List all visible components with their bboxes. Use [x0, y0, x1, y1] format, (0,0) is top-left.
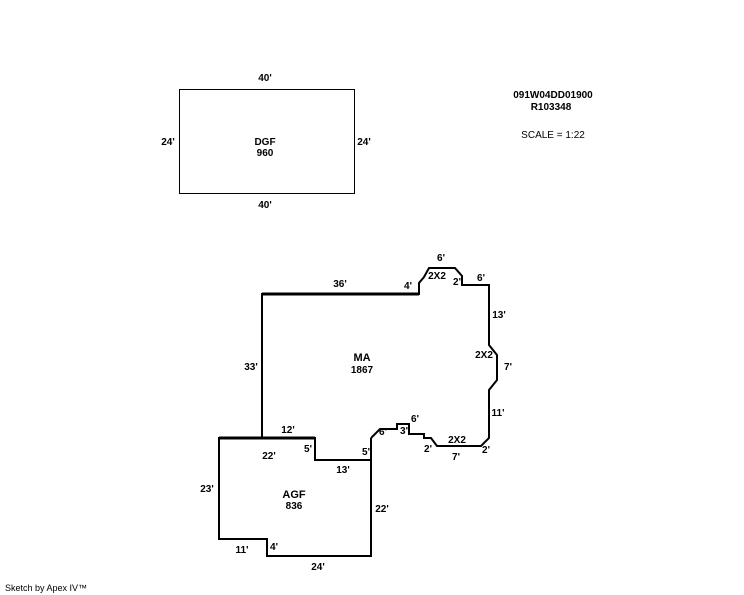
agf-dim-inner-13: 13': [336, 465, 350, 476]
ma-dim-right-6: 6': [477, 273, 485, 284]
ma-dim-bottom-5: 5': [362, 447, 370, 458]
dgf-outline: [179, 89, 355, 194]
agf-dim-bottom-4: 4': [270, 542, 278, 553]
ma-dim-bottom-6a: 6': [379, 427, 387, 438]
agf-dim-top-12: 12': [281, 425, 295, 436]
ma-dim-bay-top: 6': [437, 253, 445, 264]
ma-dim-right-2x2: 2X2: [475, 350, 493, 361]
ref-id: R103348: [531, 102, 572, 113]
ma-name: MA: [353, 352, 370, 364]
ma-dim-bay-2: 2': [453, 277, 461, 288]
ma-dim-bottom-6b: 6': [411, 414, 419, 425]
ma-dim-left-33: 33': [244, 362, 258, 373]
ma-dim-bottom-2a: 2': [424, 444, 432, 455]
ma-dim-bottom-7: 7': [452, 452, 460, 463]
agf-dim-inner-5: 5': [304, 444, 312, 455]
ma-dim-top: 36': [333, 279, 347, 290]
ma-outline: [261, 267, 498, 447]
dgf-area: 960: [257, 148, 274, 159]
agf-dim-left-23: 23': [200, 484, 214, 495]
agf-area: 836: [286, 501, 303, 512]
agf-dim-bottom-24: 24': [311, 562, 325, 573]
scale-label: SCALE = 1:22: [521, 130, 585, 141]
ma-dim-bottom-3: 3': [400, 426, 408, 437]
parcel-id: 091W04DD01900: [513, 90, 593, 101]
ma-dim-step-4: 4': [404, 281, 412, 292]
ma-area: 1867: [351, 365, 374, 376]
sketch-credit: Sketch by Apex IV™: [5, 583, 88, 593]
ma-dim-bay-2x2: 2X2: [428, 271, 446, 282]
agf-name: AGF: [282, 489, 306, 501]
ma-dim-bottom-2b: 2': [482, 445, 490, 456]
ma-dim-right-13: 13': [492, 310, 506, 321]
ma-dim-bottom-2x2: 2X2: [448, 435, 466, 446]
agf-outline: [218, 437, 372, 557]
dgf-dim-top: 40': [258, 73, 272, 84]
dgf-dim-left: 24': [161, 137, 175, 148]
ma-dim-right-11: 11': [492, 408, 505, 419]
dgf-dim-right: 24': [357, 137, 371, 148]
agf-dim-inner-22: 22': [262, 451, 276, 462]
agf-dim-right-22: 22': [375, 504, 389, 515]
dgf-dim-bottom: 40': [258, 200, 272, 211]
dgf-name: DGF: [254, 137, 275, 148]
agf-dim-bottom-11: 11': [236, 545, 249, 556]
ma-dim-right-7: 7': [504, 362, 512, 373]
